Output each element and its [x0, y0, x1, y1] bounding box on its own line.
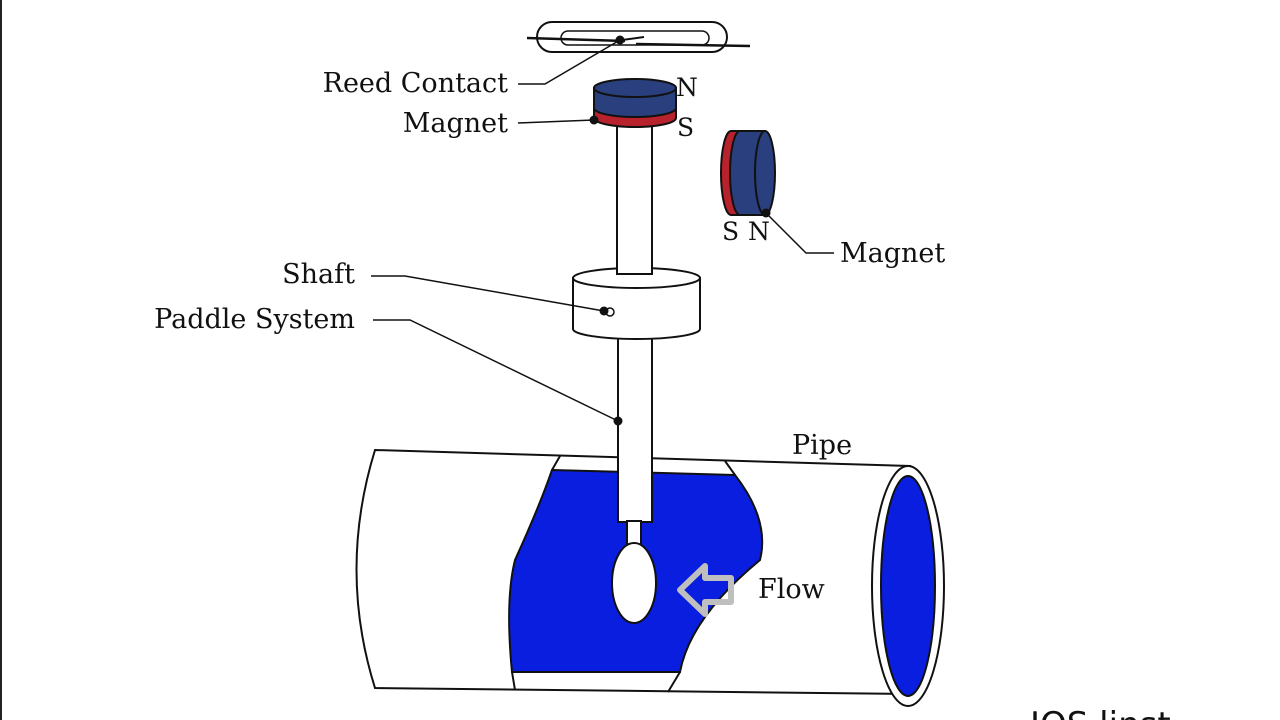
leader-paddle-system — [373, 319, 619, 422]
label-magnet-top: Magnet — [403, 108, 508, 139]
pole-top-south: S — [677, 113, 694, 142]
label-paddle-system: Paddle System — [154, 304, 355, 335]
pole-top-north: N — [676, 73, 698, 102]
leader-magnet-side — [765, 212, 834, 254]
label-shaft: Shaft — [282, 259, 355, 290]
label-magnet-side: Magnet — [840, 238, 945, 269]
reed-lead-left — [526, 36, 626, 43]
lower-shaft — [611, 334, 657, 624]
dot-magnet-side — [761, 208, 771, 218]
pipe — [355, 448, 945, 707]
leader-magnet-top — [517, 119, 595, 124]
label-reed-contact: Reed Contact — [323, 68, 509, 99]
reed-contact — [526, 21, 751, 53]
pole-side-north: N — [748, 217, 770, 246]
pipe-end-opening — [880, 475, 936, 697]
label-flow: Flow — [758, 574, 825, 605]
flow-arrow-icon — [677, 563, 734, 617]
pipe-cut-edge-bottom — [511, 671, 681, 693]
watermark-text: IOS linst — [1030, 705, 1171, 720]
reed-lead-right — [635, 42, 751, 48]
side-magnet-face — [754, 130, 776, 216]
leader-reed-contact — [518, 39, 621, 85]
dot-paddle-system — [613, 416, 623, 426]
leader-lines — [371, 39, 834, 422]
pole-side-south: S — [722, 217, 739, 246]
label-pipe: Pipe — [792, 430, 852, 461]
dot-reed-contact — [615, 35, 625, 45]
reed-contact-blade — [621, 36, 645, 41]
dot-magnet-top — [589, 115, 599, 125]
pipe-cut-edge-top — [551, 455, 736, 476]
lower-shaft-rod — [617, 334, 653, 523]
leader-shaft — [371, 275, 605, 312]
paddle — [611, 542, 657, 624]
hub-body — [572, 277, 701, 340]
top-magnet — [593, 78, 677, 128]
side-magnet — [720, 130, 776, 216]
paddle-neck — [626, 520, 642, 546]
reed-glass-tube — [536, 21, 728, 53]
top-magnet-top-face — [593, 78, 677, 98]
upper-shaft-rod — [616, 123, 653, 275]
dot-shaft — [599, 306, 609, 316]
leader-dots — [589, 35, 771, 426]
paddle-hub — [572, 267, 701, 340]
